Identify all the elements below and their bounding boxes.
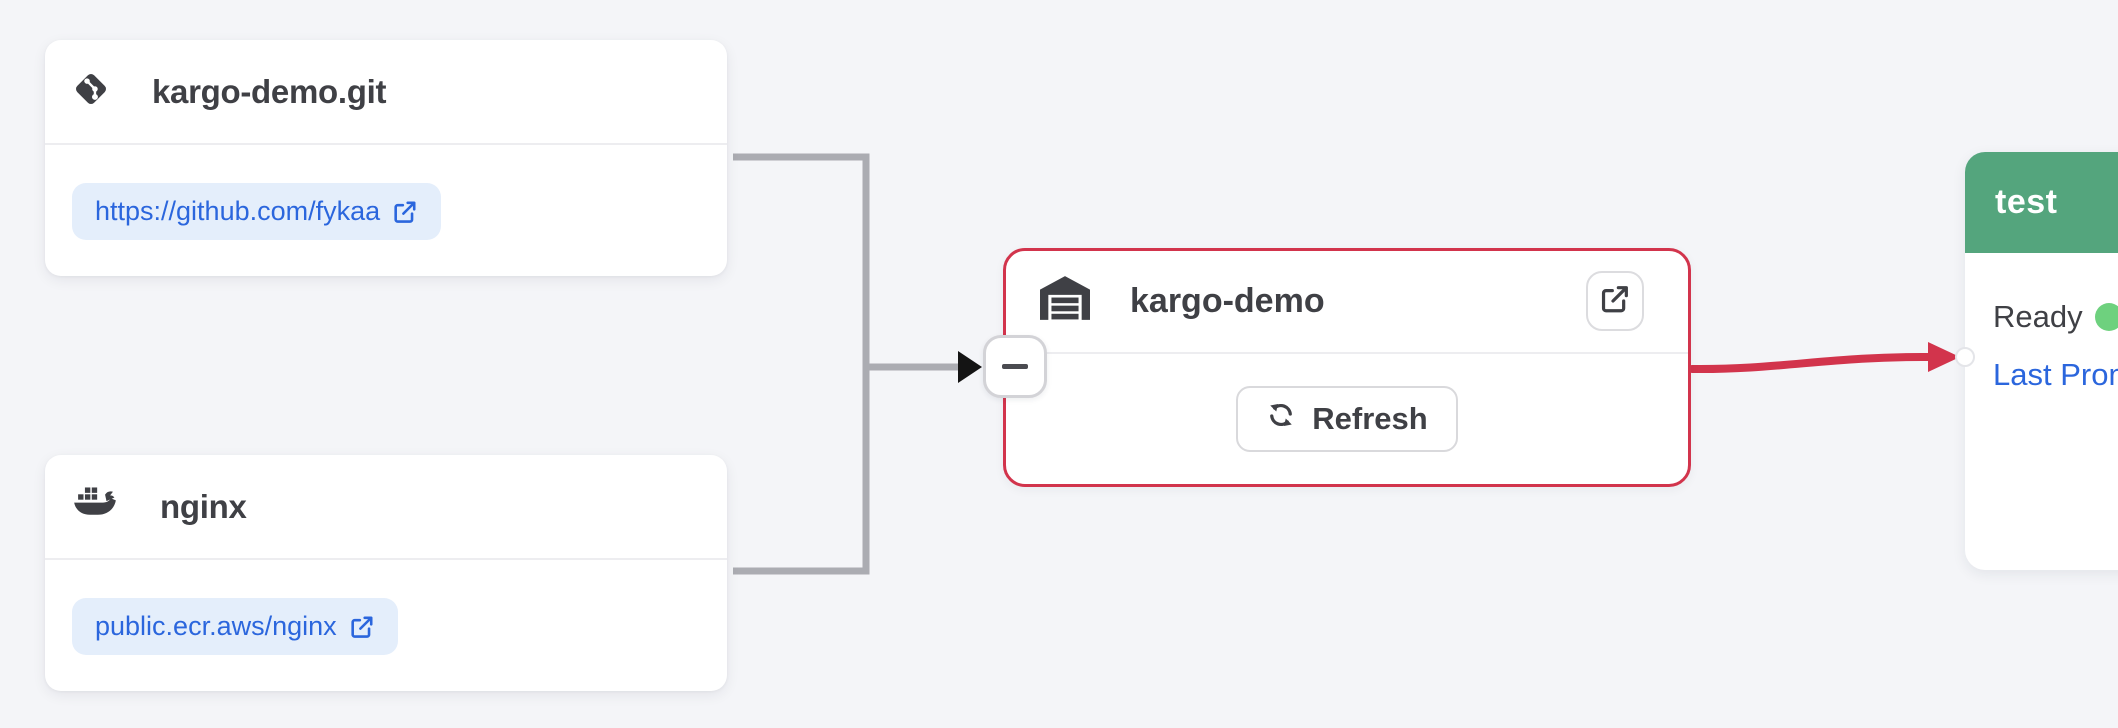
refresh-label: Refresh xyxy=(1312,401,1428,436)
refresh-icon xyxy=(1266,400,1296,438)
subscription-card-git-header: kargo-demo.git xyxy=(45,40,727,143)
refresh-button[interactable]: Refresh xyxy=(1236,386,1458,452)
repo-url-text: https://github.com/fykaa xyxy=(95,196,381,226)
docker-icon xyxy=(72,484,118,529)
stage-last-promotion-row: Last Promotion xyxy=(1993,353,2118,397)
last-promotion-link[interactable]: Last Promotion xyxy=(1993,357,2118,392)
repo-url-link[interactable]: public.ecr.aws/nginx xyxy=(72,598,398,655)
divider xyxy=(45,558,727,560)
stage-status-row: Ready xyxy=(1993,295,2118,339)
edge-warehouse-to-stage xyxy=(1688,352,1936,374)
warehouse-title: kargo-demo xyxy=(1130,282,1325,320)
external-link-icon xyxy=(1599,283,1631,320)
minus-icon xyxy=(1002,364,1028,369)
stage-body: Ready Last Promotion xyxy=(1965,253,2118,397)
stage-target-handle xyxy=(1955,347,1975,367)
warehouse-node[interactable]: kargo-demo xyxy=(1003,248,1691,487)
warehouse-open-button[interactable] xyxy=(1586,271,1644,331)
divider xyxy=(1006,352,1688,354)
stage-status-label: Ready xyxy=(1993,299,2083,334)
subscription-card-image-body: public.ecr.aws/nginx xyxy=(45,560,727,693)
green-dot xyxy=(2094,303,2118,331)
repo-url-text: public.ecr.aws/nginx xyxy=(95,611,337,641)
stage-card-test[interactable]: test Ready Last Promotion xyxy=(1965,152,2118,570)
external-link-icon xyxy=(349,614,375,640)
subscription-card-git-body: https://github.com/fykaa xyxy=(45,145,727,278)
git-icon xyxy=(72,70,110,113)
divider xyxy=(45,143,727,145)
repo-url-link[interactable]: https://github.com/fykaa xyxy=(72,183,442,240)
stage-title: test xyxy=(1995,183,2058,221)
warehouse-header: kargo-demo xyxy=(1006,251,1688,352)
subscription-card-image-header: nginx xyxy=(45,455,727,558)
subscription-title: kargo-demo.git xyxy=(152,72,387,110)
subscription-card-image[interactable]: nginx public.ecr.aws/nginx xyxy=(45,455,727,691)
edge-arrowhead-black xyxy=(958,351,982,383)
subscription-title: nginx xyxy=(160,487,247,525)
collapse-upstream-button[interactable] xyxy=(983,335,1047,398)
edge-arrowhead-red xyxy=(1928,342,1960,372)
edge-subscriptions-merge xyxy=(733,153,870,575)
warehouse-body: Refresh xyxy=(1006,354,1688,452)
external-link-icon xyxy=(392,199,418,225)
stage-header: test xyxy=(1965,152,2118,253)
subscription-card-git[interactable]: kargo-demo.git https://github.com/fykaa xyxy=(45,40,727,276)
warehouse-icon xyxy=(1040,276,1090,327)
